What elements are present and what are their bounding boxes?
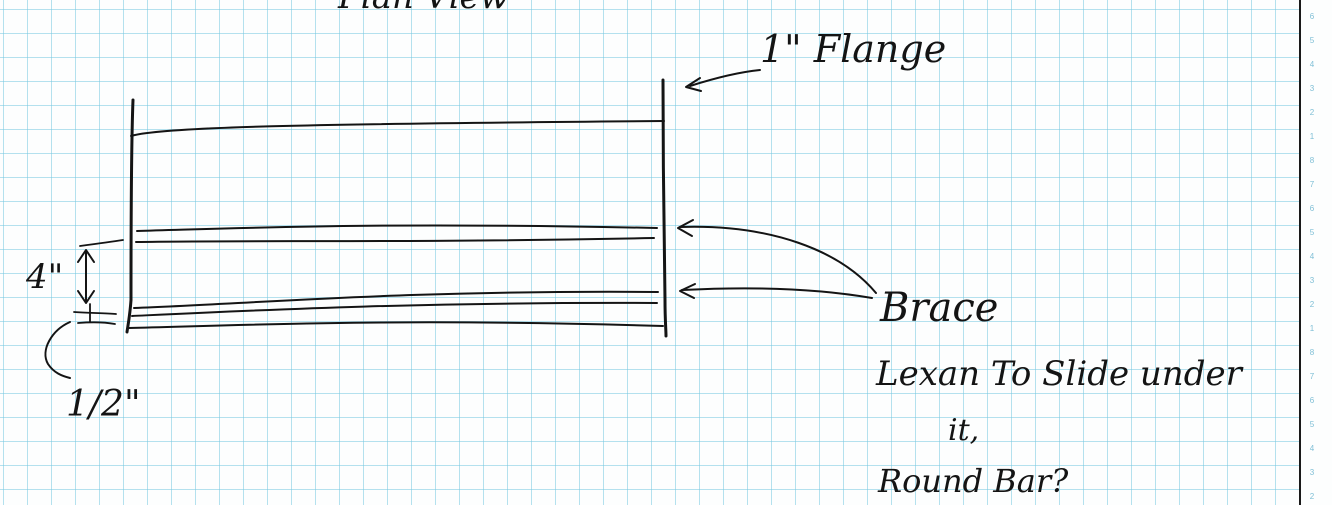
margin-number: 1 <box>1309 132 1315 141</box>
margin-number: 2 <box>1309 108 1315 117</box>
margin-number: 6 <box>1309 396 1315 405</box>
margin-number: 5 <box>1309 420 1315 429</box>
dim-half-label: 1/2" <box>66 384 141 425</box>
dim-4-extension-bottom <box>73 311 117 315</box>
lower-brace-line-1 <box>133 290 659 309</box>
margin-number: 3 <box>1309 468 1315 477</box>
margin-number: 7 <box>1309 180 1315 189</box>
brace-label: Brace <box>879 285 998 331</box>
dim-4-extension-top <box>79 239 124 247</box>
margin-number: 8 <box>1309 348 1315 357</box>
margin-number: 2 <box>1309 492 1315 501</box>
margin-number: 2 <box>1309 300 1315 309</box>
flange-label: 1" Flange <box>760 27 946 71</box>
margin-number: 3 <box>1309 276 1315 285</box>
margin-number: 4 <box>1309 252 1315 261</box>
dim-4-arrow-head-down <box>77 290 95 304</box>
right-margin-rule <box>1299 0 1301 505</box>
flange-leader-line <box>689 69 761 87</box>
dim-4-label: 4" <box>25 257 63 297</box>
flange-arrow-head <box>685 77 702 92</box>
margin-number: 7 <box>1309 372 1315 381</box>
margin-number: 8 <box>1309 156 1315 165</box>
dim-4-arrow-head-up <box>77 249 95 263</box>
margin-number: 4 <box>1309 444 1315 453</box>
upper-brace-line-2 <box>135 237 655 243</box>
lexan-label: Lexan To Slide under <box>875 354 1244 394</box>
upper-brace-line-1 <box>136 224 658 232</box>
brace-arrow-head-lower <box>679 283 696 299</box>
margin-number: 3 <box>1309 84 1315 93</box>
brace-leader-upper <box>679 225 877 294</box>
dim-half-leader <box>44 321 71 379</box>
margin-number: 6 <box>1309 204 1315 213</box>
margin-number: 5 <box>1309 36 1315 45</box>
margin-number: 1 <box>1309 324 1315 333</box>
top-heading-text: Plan View <box>337 0 509 17</box>
brace-leader-lower <box>681 287 873 299</box>
margin-number: 5 <box>1309 228 1315 237</box>
bottom-rail-line <box>128 321 664 329</box>
right-margin-strip <box>1301 0 1332 505</box>
margin-number: 6 <box>1309 12 1315 21</box>
right-flange-line <box>661 78 668 338</box>
left-edge-line <box>125 98 135 334</box>
brace-arrow-head-upper <box>677 219 694 237</box>
lower-brace-line-2 <box>131 301 658 317</box>
round-bar-label: Round Bar? <box>877 462 1069 500</box>
top-rail-line <box>130 120 665 137</box>
margin-number: 4 <box>1309 60 1315 69</box>
dim-half-extension <box>77 321 116 325</box>
it-label: it, <box>948 413 979 448</box>
